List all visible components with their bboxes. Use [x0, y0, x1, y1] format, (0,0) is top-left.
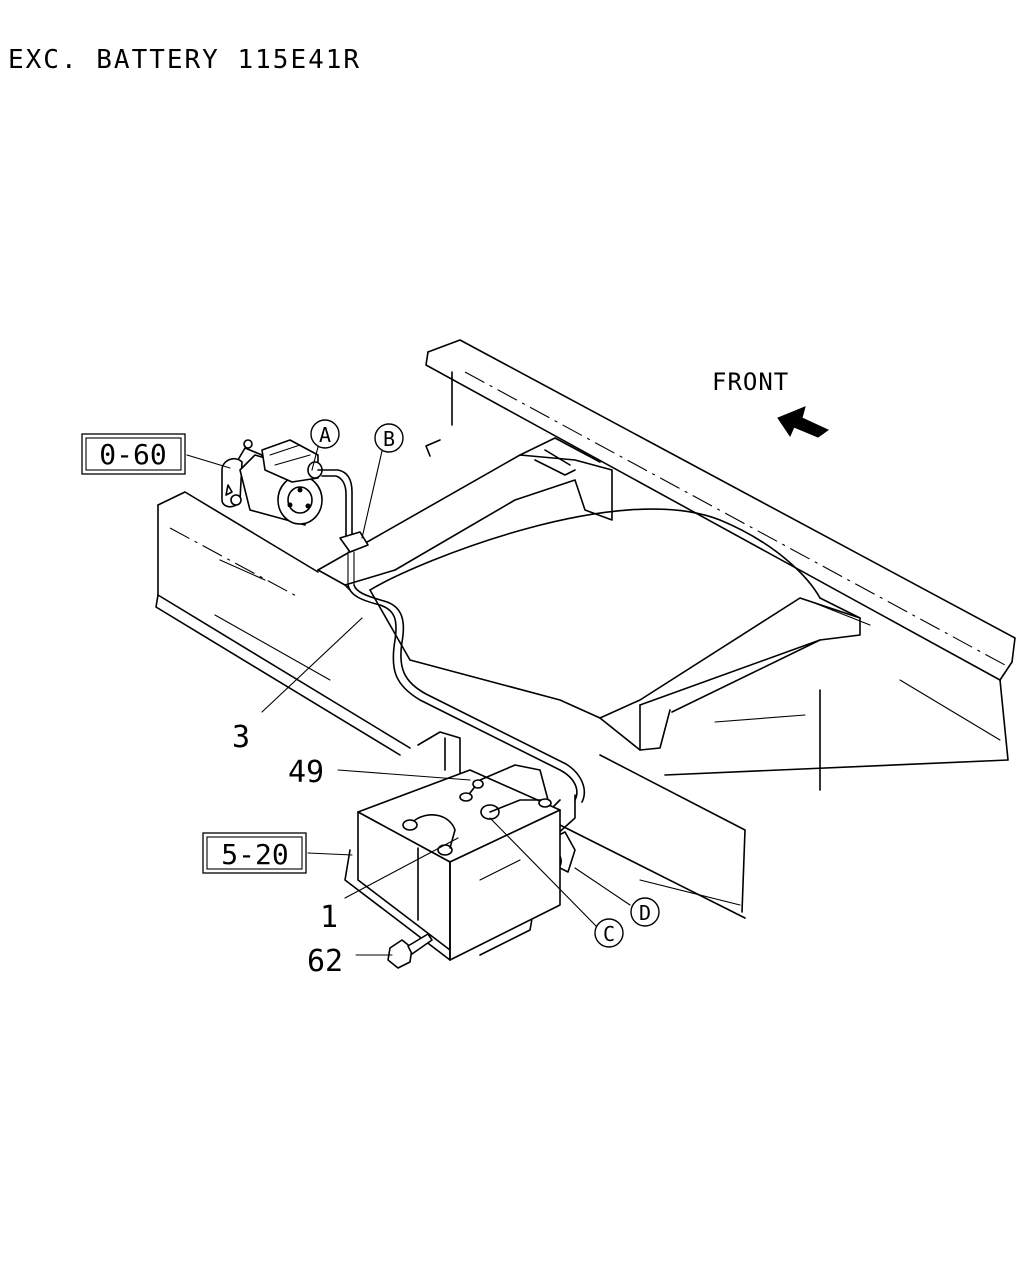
mounting-bolt: [387, 933, 433, 969]
callout-letter: D: [639, 901, 651, 925]
callout-letter: C: [603, 922, 615, 946]
callout-c: C: [594, 918, 624, 948]
ref-box-label: 0-60: [99, 438, 166, 471]
callout-d: D: [630, 897, 660, 927]
front-frame-rail: [155, 491, 746, 919]
front-arrow-icon: [777, 406, 829, 438]
callout-b: B: [374, 423, 404, 453]
part-number-1: 1: [320, 900, 338, 935]
starter-motor: [221, 439, 323, 526]
leader-lines: [186, 446, 631, 956]
part-number-3: 3: [232, 720, 250, 755]
ref-box-label: 5-20: [221, 838, 288, 871]
ref-box-0-60: 0-60: [81, 433, 186, 475]
callout-letter: A: [319, 423, 331, 447]
part-number-62: 62: [307, 944, 343, 979]
crossmember: [317, 437, 871, 751]
battery: [344, 731, 576, 961]
front-label: FRONT: [712, 368, 789, 396]
ref-box-5-20: 5-20: [202, 832, 307, 874]
rear-frame-rail: [425, 339, 1016, 791]
battery-cable: [317, 469, 586, 803]
callout-a: A: [310, 419, 340, 449]
part-number-49: 49: [288, 755, 324, 790]
callout-letter: B: [383, 427, 395, 451]
diagram-title: EXC. BATTERY 115E41R: [8, 45, 361, 75]
